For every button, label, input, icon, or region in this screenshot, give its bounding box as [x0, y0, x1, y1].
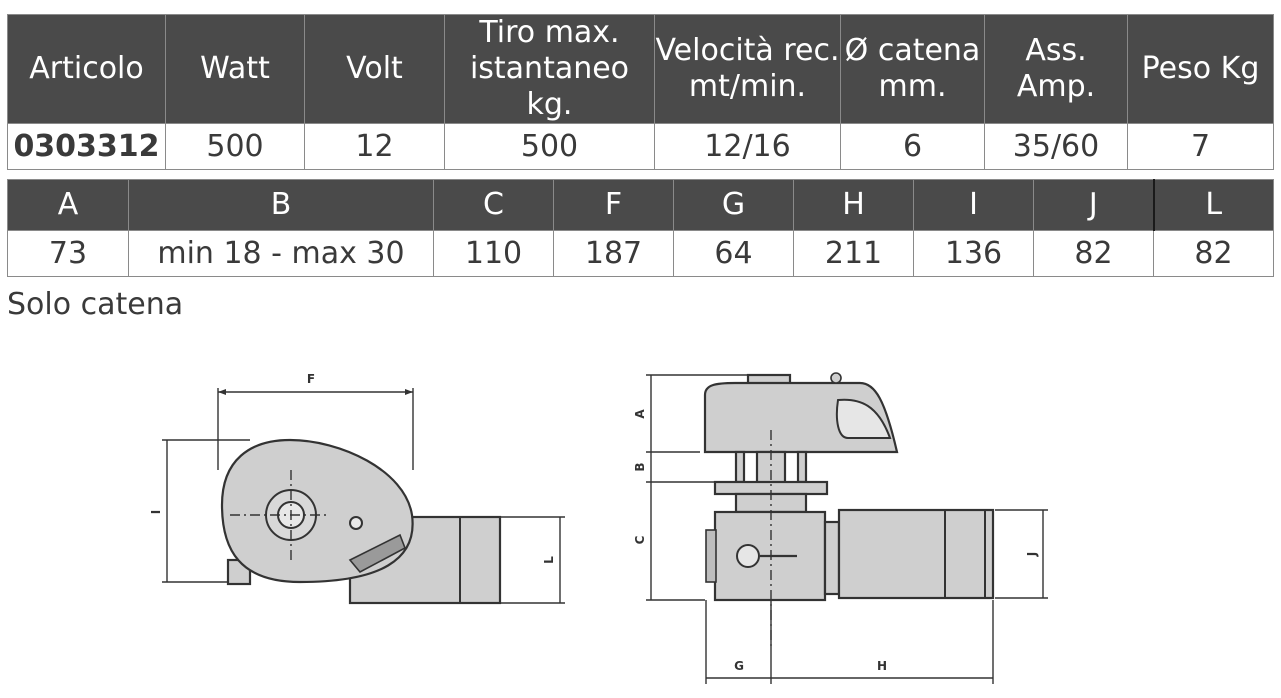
- cell-f: 187: [553, 230, 674, 277]
- note-solo-catena: Solo catena: [7, 287, 184, 322]
- label-h: H: [877, 659, 887, 673]
- header-velocita: Velocità rec. mt/min.: [654, 14, 841, 124]
- header-amp: Ass. Amp.: [984, 14, 1128, 124]
- header-h: H: [793, 179, 914, 231]
- label-a: A: [633, 409, 647, 419]
- cell-j: 82: [1033, 230, 1154, 277]
- header-l: L: [1152, 179, 1274, 231]
- cell-b: min 18 - max 30: [128, 230, 434, 277]
- label-c: C: [633, 535, 647, 544]
- cell-l: 82: [1153, 230, 1274, 277]
- dimensions-data-row: 73 min 18 - max 30 110 187 64 211 136 82…: [7, 230, 1274, 277]
- label-b: B: [633, 462, 647, 471]
- header-g: G: [673, 179, 794, 231]
- header-peso: Peso Kg: [1127, 14, 1274, 124]
- spec-header-row: Articolo Watt Volt Tiro max. istantaneo …: [7, 14, 1274, 124]
- label-g: G: [734, 659, 744, 673]
- cell-articolo: 0303312: [7, 123, 166, 170]
- label-j: J: [1025, 552, 1039, 557]
- cell-tiro: 500: [444, 123, 655, 170]
- cell-i: 136: [913, 230, 1034, 277]
- spec-data-row: 0303312 500 12 500 12/16 6 35/60 7: [7, 123, 1274, 170]
- header-b: B: [128, 179, 434, 231]
- cell-velocita: 12/16: [654, 123, 841, 170]
- cell-g: 64: [673, 230, 794, 277]
- cell-peso: 7: [1127, 123, 1274, 170]
- label-i: I: [149, 510, 163, 514]
- header-catena: Ø catena mm.: [840, 14, 985, 124]
- cell-c: 110: [433, 230, 554, 277]
- header-f: F: [553, 179, 674, 231]
- spec-table: Articolo Watt Volt Tiro max. istantaneo …: [7, 14, 1274, 170]
- front-view: A B C J G H: [633, 372, 1048, 684]
- header-a: A: [7, 179, 129, 231]
- cell-a: 73: [7, 230, 129, 277]
- header-articolo: Articolo: [7, 14, 166, 124]
- header-tiro: Tiro max. istantaneo kg.: [444, 14, 655, 124]
- label-f: F: [307, 372, 315, 386]
- cell-watt: 500: [165, 123, 305, 170]
- side-view: F I L: [149, 372, 565, 605]
- cell-h: 211: [793, 230, 914, 277]
- dimensions-table: A B C F G H I J L 73 min 18 - max 30 110…: [7, 179, 1274, 277]
- cell-amp: 35/60: [984, 123, 1128, 170]
- cell-catena: 6: [840, 123, 985, 170]
- dimensions-header-row: A B C F G H I J L: [7, 179, 1274, 231]
- label-l: L: [542, 556, 556, 564]
- header-c: C: [433, 179, 554, 231]
